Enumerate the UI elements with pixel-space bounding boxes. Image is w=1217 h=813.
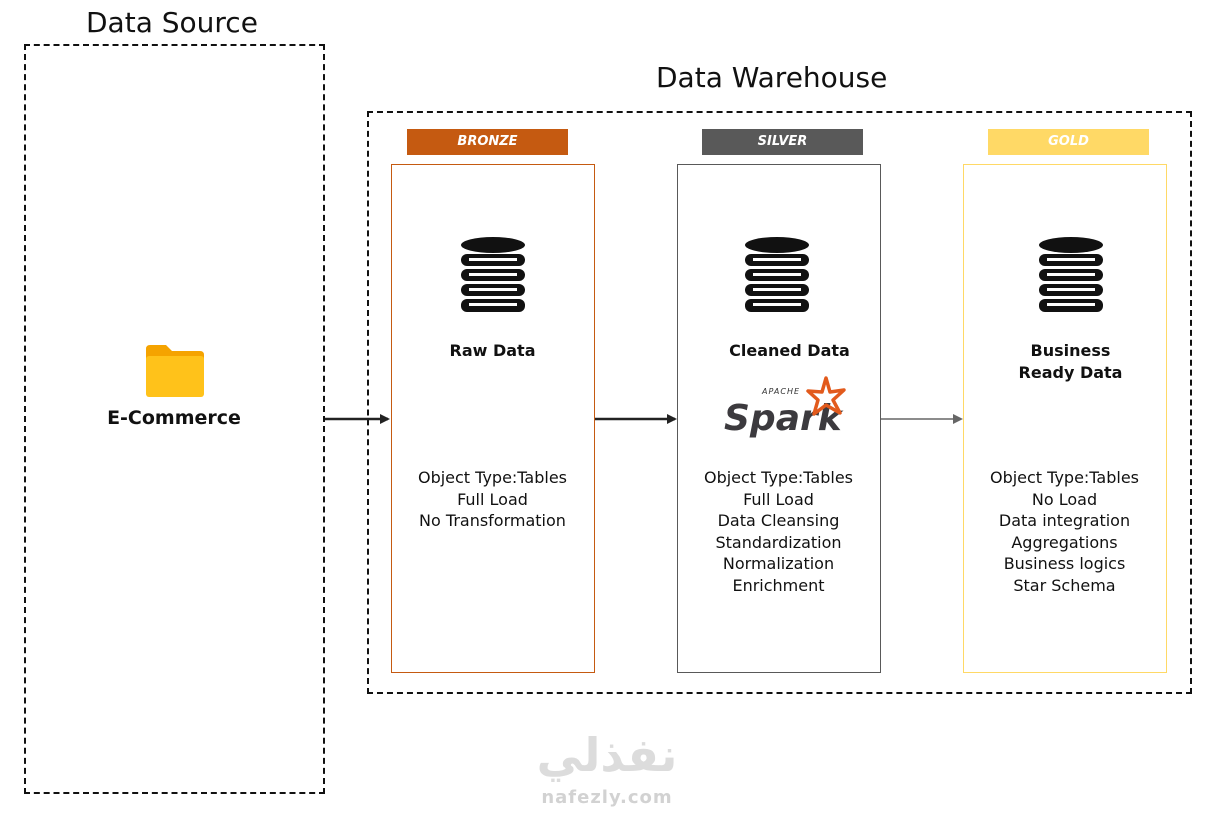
property-line: No Load (1031, 489, 1098, 509)
property-line: No Transformation (419, 511, 566, 531)
spark-apache-text: APACHE (761, 387, 800, 396)
data-warehouse-container (367, 111, 1192, 694)
silver-tag: SILVER (702, 129, 863, 155)
property-line: Object Type:Tables (989, 468, 1140, 487)
silver-properties: Object Type:Tables Full Load Data Cleans… (677, 467, 880, 597)
bronze-tag: BRONZE (407, 129, 568, 155)
data-source-container (24, 44, 325, 794)
watermark-latin: nafezly.com (541, 787, 673, 808)
folder-icon (146, 345, 204, 397)
database-icon (745, 237, 809, 312)
property-line: Enrichment (732, 575, 825, 595)
apache-spark-logo: APACHE Spark (724, 376, 846, 439)
data-warehouse-title: Data Warehouse (656, 61, 888, 94)
gold-properties: Object Type:Tables No Load Data integrat… (963, 467, 1166, 597)
property-line: Data Cleansing (717, 511, 840, 531)
watermark-arabic: نفذلي (536, 728, 678, 782)
property-line: Object Type:Tables (417, 468, 568, 487)
e-commerce-label: E-Commerce (107, 407, 241, 429)
database-icon (461, 237, 525, 312)
bronze-properties: Object Type:Tables Full Load No Transfor… (391, 467, 594, 532)
silver-title-line: Cleaned Data (729, 341, 850, 360)
property-line: Standardization (715, 532, 842, 552)
property-line: Normalization (722, 554, 835, 574)
property-line: Aggregations (1011, 532, 1118, 552)
property-line: Star Schema (1013, 575, 1116, 595)
data-source-title: Data Source (86, 6, 258, 39)
gold-tag: GOLD (988, 129, 1149, 155)
property-line: Full Load (743, 489, 814, 509)
database-icon (1039, 237, 1103, 312)
property-line: Business logics (1003, 554, 1126, 574)
bronze-title: Raw Data (391, 340, 594, 362)
property-line: Full Load (457, 489, 528, 509)
silver-title: Cleaned Data (688, 340, 891, 362)
gold-title-line: Ready Data (1018, 363, 1123, 382)
gold-title: Business Ready Data (969, 340, 1172, 384)
property-line: Object Type:Tables (703, 468, 854, 487)
gold-title-line: Business (1030, 341, 1111, 360)
property-line: Data integration (998, 511, 1131, 531)
bronze-title-line: Raw Data (449, 341, 536, 360)
